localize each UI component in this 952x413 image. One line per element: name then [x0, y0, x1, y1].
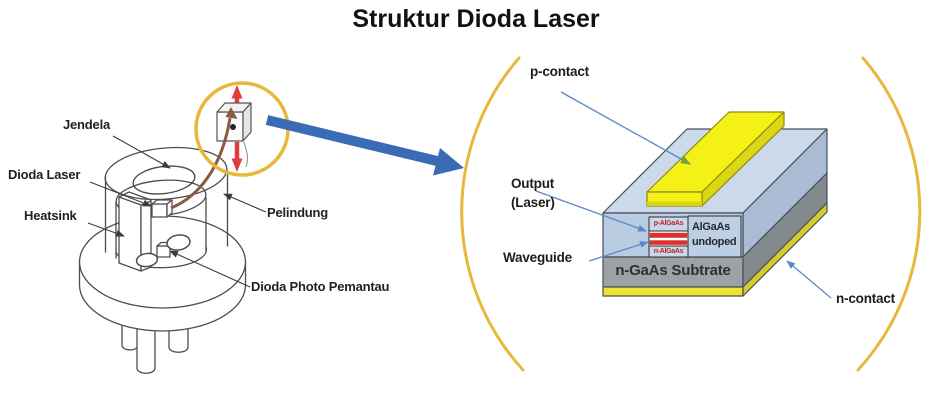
- layer-stack: [648, 215, 742, 258]
- active-bar-bottom: [649, 240, 688, 245]
- to-can-package-drawing: [78, 146, 247, 374]
- label-jendela: Jendela: [63, 117, 111, 132]
- highlight-circle: [460, 56, 922, 372]
- text-algaas: AlGaAs: [692, 221, 730, 233]
- pointer-dioda-photo: [169, 250, 251, 288]
- magnified-chip-cube: [216, 102, 252, 168]
- text-substrate: n-GaAs Subtrate: [615, 262, 731, 279]
- n-contact-front: [602, 286, 744, 297]
- emission-spot: [230, 124, 236, 130]
- chip-pointer-lines: [535, 91, 832, 299]
- text-undoped: undoped: [692, 236, 737, 248]
- text-n-algaas: n-AlGaAs: [653, 248, 684, 255]
- pointer-waveguide: [588, 241, 649, 262]
- laser-diode-chip: [151, 199, 173, 218]
- bond-wire: [243, 141, 248, 168]
- pointer-n-contact: [786, 260, 832, 299]
- algaas-undoped-box: [687, 215, 742, 258]
- package-pointer-lines: [87, 135, 267, 288]
- label-p-contact: p-contact: [530, 64, 589, 79]
- magnify-callout-arrow: [170, 107, 238, 210]
- label-pelindung: Pelindung: [267, 205, 329, 220]
- base-hole-right: [166, 234, 191, 251]
- pointer-jendela: [112, 135, 171, 169]
- label-output-laser: Output (Laser): [511, 174, 555, 212]
- pointer-output: [535, 190, 647, 232]
- active-bar-top: [649, 232, 688, 238]
- label-output-line2: (Laser): [511, 195, 555, 210]
- chip-3d-drawing: [602, 111, 828, 297]
- p-contact-stripe: [646, 111, 785, 207]
- label-dioda-photo-pemantau: Dioda Photo Pemantau: [251, 279, 390, 294]
- label-output-line1: Output: [511, 176, 555, 191]
- base-hole-left: [135, 252, 159, 268]
- pointer-p-contact: [560, 91, 691, 165]
- label-waveguide: Waveguide: [503, 250, 572, 265]
- text-p-algaas: p-AlGaAs: [653, 220, 684, 227]
- pointer-heatsink: [87, 222, 125, 237]
- substrate-front-face: [602, 256, 744, 288]
- label-n-contact: n-contact: [836, 291, 895, 306]
- pointer-pelindung: [223, 193, 267, 213]
- zoom-arrow: [265, 115, 464, 176]
- label-heatsink: Heatsink: [24, 208, 77, 223]
- pointer-dioda-laser: [89, 181, 152, 207]
- figure-title: Struktur Dioda Laser: [352, 5, 600, 33]
- label-dioda-laser: Dioda Laser: [8, 167, 81, 182]
- n-contact-right: [742, 202, 828, 297]
